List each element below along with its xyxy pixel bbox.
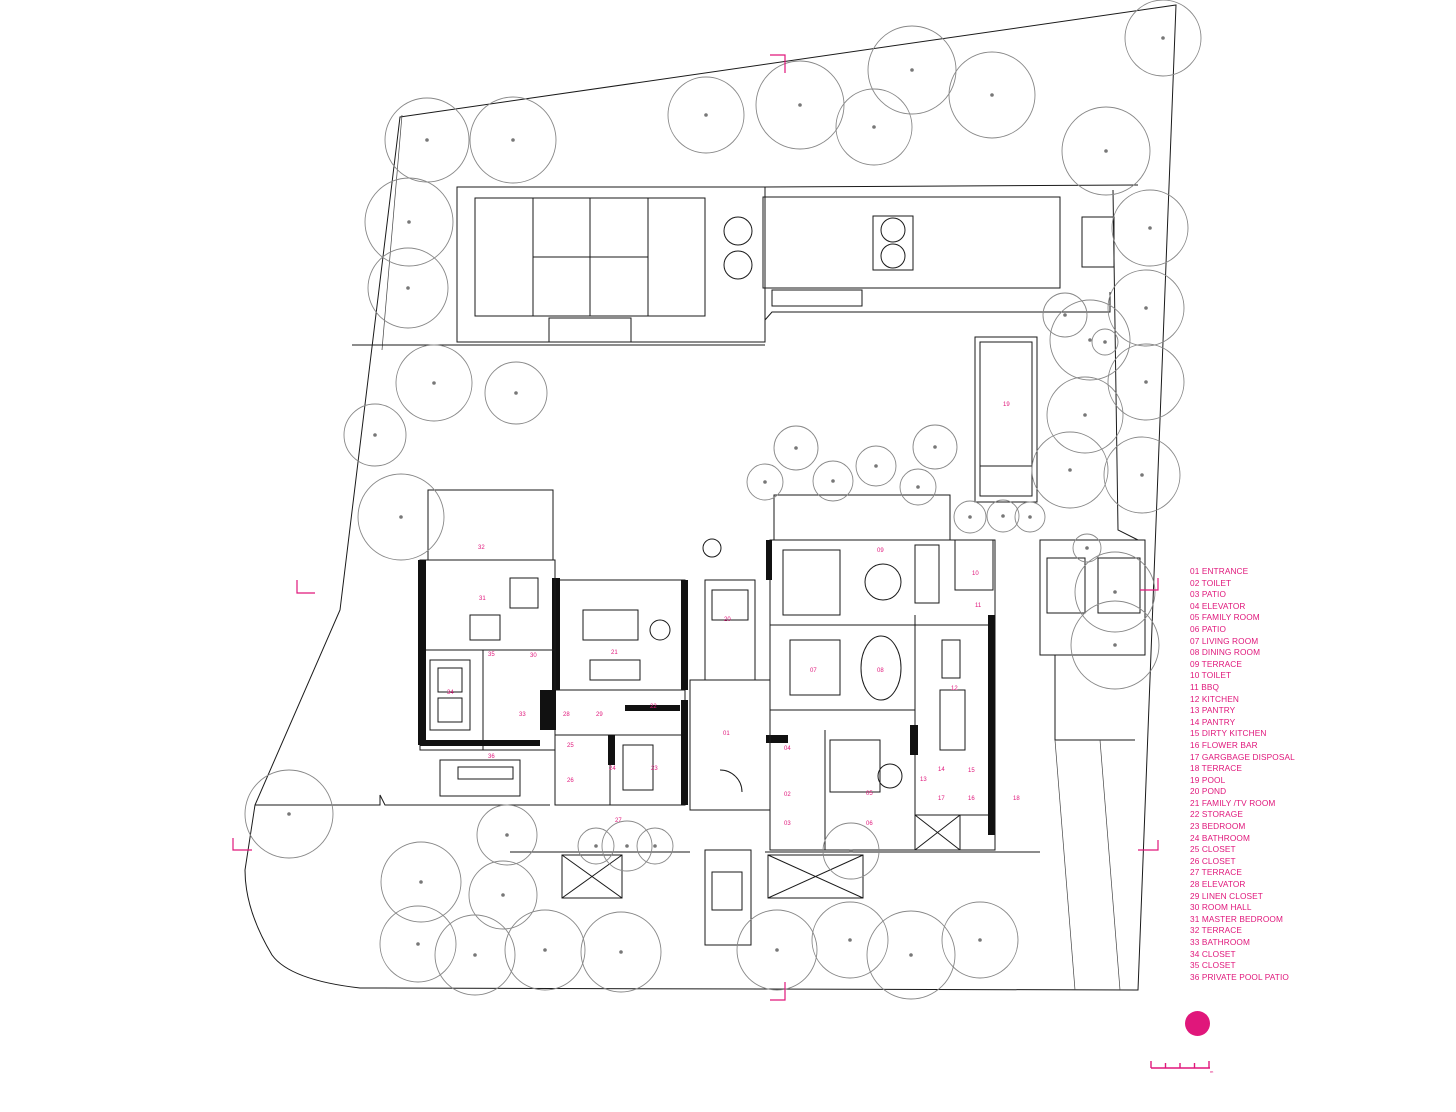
- east-strip: [1039, 189, 1146, 991]
- room-tag-05: 05: [866, 791, 873, 797]
- section-markers: [232, 54, 1159, 1001]
- legend-item: 20 POND: [1190, 786, 1227, 797]
- legend-item: 30 ROOM HALL: [1190, 902, 1252, 913]
- legend-item: 02 TOILET: [1190, 577, 1232, 588]
- legend-item: 12 KITCHEN: [1190, 693, 1239, 704]
- west-wing: [255, 489, 556, 806]
- site-inner-boundary: [381, 114, 403, 351]
- room-tag-10: 10: [972, 571, 979, 577]
- legend-item: 08 DINING ROOM: [1190, 647, 1261, 658]
- legend-item: 22 STORAGE: [1190, 809, 1243, 820]
- room-tag-09: 09: [877, 548, 884, 554]
- legend-item: 16 FLOWER BAR: [1190, 739, 1258, 750]
- north-garden: [352, 184, 1139, 346]
- room-tag-24: 24: [609, 766, 616, 772]
- room-tag-18: 18: [1013, 796, 1020, 802]
- room-tag-22: 22: [650, 704, 657, 710]
- legend-item: 13 PANTRY: [1190, 705, 1236, 716]
- room-tag-08: 08: [877, 668, 884, 674]
- legend-item: 09 TERRACE: [1190, 658, 1243, 669]
- room-tag-30: 30: [530, 653, 537, 659]
- legend-item: 31 MASTER BEDROOM: [1190, 913, 1283, 924]
- room-tag-17: 17: [938, 796, 945, 802]
- legend-item: 15 DIRTY KITCHEN: [1190, 728, 1267, 739]
- legend-item: 18 TERRACE: [1190, 763, 1243, 774]
- room-tag-32: 32: [478, 545, 485, 551]
- legend-item: 03 PATIO: [1190, 589, 1226, 600]
- room-tag-03: 03: [784, 821, 791, 827]
- room-tag-26: 26: [567, 778, 574, 784]
- legend-item: 23 BEDROOM: [1190, 821, 1246, 832]
- legend-item: 27 TERRACE: [1190, 867, 1243, 878]
- room-tag-11: 11: [975, 603, 982, 609]
- room-tag-12: 12: [951, 686, 958, 692]
- legend-item: 32 TERRACE: [1190, 925, 1243, 936]
- legend-item: 34 CLOSET: [1190, 948, 1236, 959]
- legend-item: 36 PRIVATE POOL PATIO: [1190, 971, 1289, 982]
- room-tag-19: 19: [1003, 402, 1010, 408]
- legend-item: 24 BATHROOM: [1190, 832, 1250, 843]
- room-tag-28: 28: [563, 712, 570, 718]
- legend-item: 10 TOILET: [1190, 670, 1232, 681]
- legend-item: 05 FAMILY ROOM: [1190, 612, 1260, 623]
- legend-item: 25 CLOSET: [1190, 844, 1236, 855]
- room-tag-01: 01: [723, 731, 730, 737]
- room-tag-31: 31: [479, 596, 486, 602]
- pool: [974, 336, 1038, 503]
- room-tag-29: 29: [596, 712, 603, 718]
- room-tag-21: 21: [611, 650, 618, 656]
- site-boundary: [244, 4, 1177, 991]
- legend-item: 33 BATHROOM: [1190, 937, 1250, 947]
- room-tag-33: 33: [519, 712, 526, 718]
- legend-item: 17 GARGBAGE DISPOSAL: [1190, 751, 1295, 762]
- legend-item: 29 LINEN CLOSET: [1190, 890, 1263, 901]
- legend-item: 06 PATIO: [1190, 623, 1226, 634]
- legend-item: 26 CLOSET: [1190, 855, 1236, 866]
- room-tag-20: 20: [724, 617, 731, 623]
- room-tag-04: 04: [784, 746, 791, 752]
- room-tag-27: 27: [615, 818, 622, 824]
- legend-item: 35 CLOSET: [1190, 960, 1236, 971]
- center-wing: [552, 578, 688, 806]
- room-tag-23: 23: [651, 766, 658, 772]
- legend-item: 04 ELEVATOR: [1190, 600, 1246, 611]
- room-tag-25: 25: [567, 743, 574, 749]
- scale-bar: m: [1150, 1061, 1214, 1074]
- legend-item: 01 ENTRANCE: [1190, 566, 1249, 576]
- trees: [244, 0, 1202, 1000]
- legend-item: 14 PANTRY: [1190, 716, 1236, 727]
- room-tag-07: 07: [810, 668, 817, 674]
- legend-item: 07 LIVING ROOM: [1190, 635, 1259, 646]
- room-tag-16: 16: [968, 796, 975, 802]
- legend-item: 11 BBQ: [1190, 681, 1220, 692]
- legend-item: 19 POOL: [1190, 774, 1226, 785]
- room-tag-06: 06: [866, 821, 873, 827]
- room-tag-13: 13: [920, 777, 927, 783]
- tennis-court: [456, 186, 766, 343]
- room-tag-35: 35: [488, 652, 495, 658]
- room-tag-34: 34: [447, 690, 454, 696]
- legend-item: 21 FAMILY /TV ROOM: [1190, 797, 1276, 808]
- room-tag-14: 14: [938, 767, 945, 773]
- legend-item: 28 ELEVATOR: [1190, 879, 1246, 890]
- room-tag-36: 36: [488, 754, 495, 760]
- room-tag-02: 02: [784, 792, 791, 798]
- room-number-tags: 01 02 03 04 05 06 07 08 09 10 11 12 13 1…: [447, 402, 1020, 827]
- scale-unit: m: [1210, 1069, 1214, 1074]
- room-tag-15: 15: [968, 768, 975, 774]
- north-marker-icon: [1185, 1011, 1210, 1036]
